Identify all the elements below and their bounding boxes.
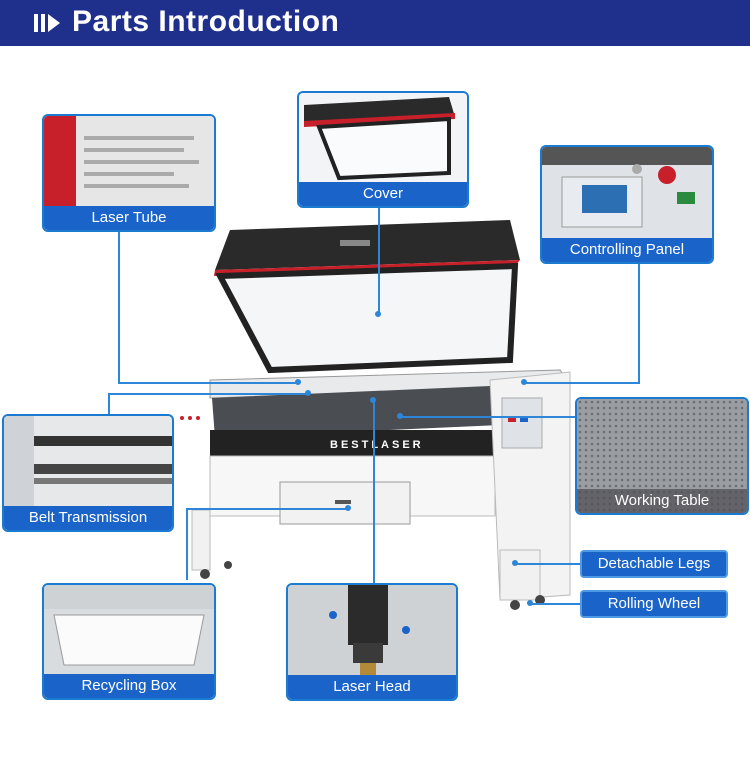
pill-detachable-legs: Detachable Legs: [580, 550, 728, 578]
pill-rolling-wheel: Rolling Wheel: [580, 590, 728, 618]
connector-belt: [108, 393, 110, 415]
connector-dot: [527, 600, 533, 606]
header-banner: Parts Introduction: [0, 0, 750, 46]
connector-panel-h: [525, 382, 640, 384]
callout-controlling-panel: Controlling Panel: [540, 145, 714, 264]
connector-dot: [512, 560, 518, 566]
connector-recycling: [186, 508, 188, 580]
callout-label: Controlling Panel: [542, 238, 712, 262]
connector-belt-h: [108, 393, 308, 395]
callout-laser-tube: Laser Tube: [42, 114, 216, 232]
connector-laser-head: [373, 400, 375, 586]
callout-label: Laser Head: [288, 675, 456, 699]
connector-dot: [295, 379, 301, 385]
laser-machine-illustration: BESTLASER: [180, 220, 571, 610]
connector-legs: [515, 563, 580, 565]
callout-recycling-box: Recycling Box: [42, 583, 216, 700]
connector-dot: [370, 397, 376, 403]
callout-belt-transmission: Belt Transmission: [2, 414, 174, 532]
connector-dot: [305, 390, 311, 396]
callout-label: Belt Transmission: [4, 506, 172, 530]
callout-label: Recycling Box: [44, 674, 214, 698]
connector-dot: [345, 505, 351, 511]
page-title: Parts Introduction: [72, 5, 340, 38]
connector-recycling-h: [186, 508, 348, 510]
callout-label: Working Table: [577, 489, 747, 513]
callout-working-table: Working Table: [575, 397, 749, 515]
connector-working-table: [400, 416, 575, 418]
connector-cover: [378, 204, 380, 314]
connector-dot: [397, 413, 403, 419]
connector-laser-tube: [118, 228, 120, 383]
connector-dot: [375, 311, 381, 317]
brand-label: BESTLASER: [330, 439, 424, 451]
connector-dot: [521, 379, 527, 385]
callout-cover: Cover: [297, 91, 469, 208]
callout-label: Cover: [299, 182, 467, 206]
connector-panel: [638, 260, 640, 383]
callout-label: Laser Tube: [44, 206, 214, 230]
callout-laser-head: Laser Head: [286, 583, 458, 701]
connector-laser-tube-h: [118, 382, 298, 384]
chevron-icon: [34, 14, 60, 32]
connector-wheel: [530, 603, 580, 605]
